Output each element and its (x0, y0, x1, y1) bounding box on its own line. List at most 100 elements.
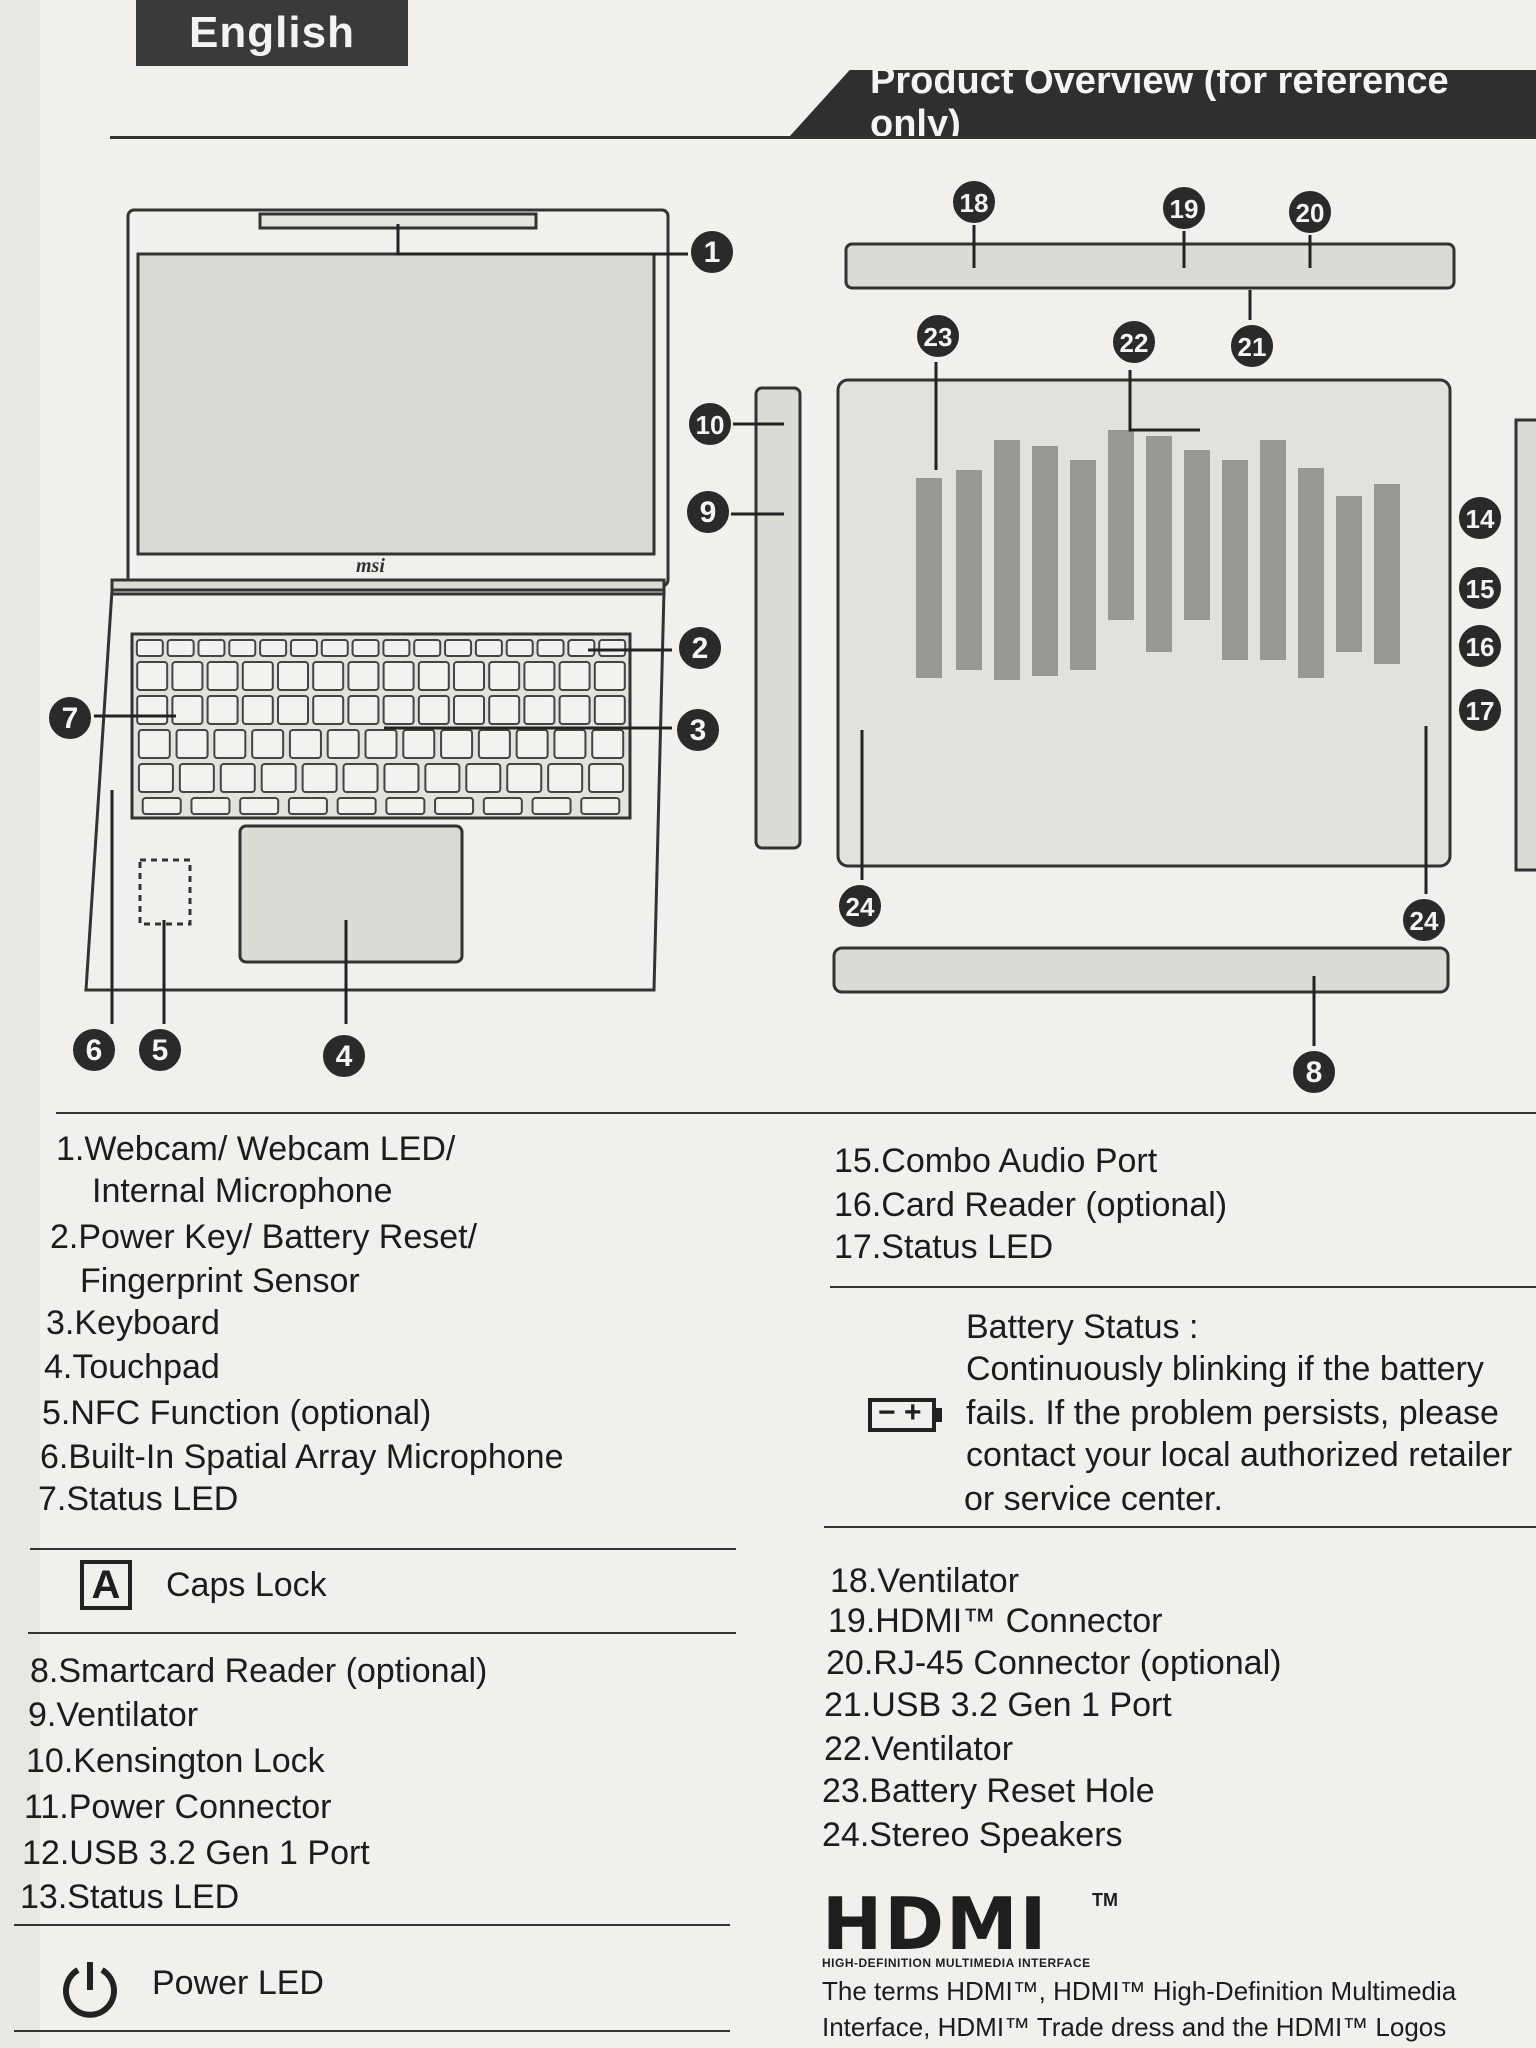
vent-bar (1298, 468, 1324, 678)
product-overview-banner: Product Overview (for reference only) (790, 70, 1536, 136)
keyboard-key (289, 639, 318, 657)
feature-item: 9.Ventilator (28, 1696, 199, 1734)
keyboard-key (228, 639, 257, 657)
feature-item: 4.Touchpad (44, 1348, 220, 1386)
callout-number: 17 (1466, 696, 1495, 726)
keyboard-key (342, 763, 379, 793)
feature-item: 17.Status LED (834, 1228, 1054, 1266)
battery-status-line: Battery Status : (966, 1308, 1199, 1346)
feature-item: 3.Keyboard (46, 1304, 220, 1342)
callout-badge (685, 489, 731, 535)
battery-icon: − + (868, 1396, 942, 1432)
callout-number: 4 (336, 1040, 353, 1073)
callout-badge (915, 313, 961, 359)
callout-badge (47, 695, 93, 741)
section-rule (830, 1286, 1536, 1288)
keyboard-key (178, 763, 215, 793)
keyboard-key (413, 639, 442, 657)
callout-badge (951, 179, 997, 225)
battery-status-line: fails. If the problem persists, please (966, 1394, 1499, 1432)
keyboard-key (465, 763, 502, 793)
section-rule (28, 1632, 736, 1634)
keyboard-key (417, 661, 450, 691)
keyboard-key (351, 639, 380, 657)
keyboard-key (385, 797, 426, 815)
vent-bar (1374, 484, 1400, 664)
keyboard-key (453, 695, 485, 725)
callout-badge (1457, 623, 1503, 669)
callout-badge (1457, 565, 1503, 611)
feature-item: 2.Power Key/ Battery Reset/ (50, 1218, 478, 1256)
touchpad (238, 824, 464, 964)
bottom-view (836, 378, 1452, 868)
keyboard-key (190, 797, 231, 815)
vent-bar (956, 470, 982, 670)
hdmi-notice-line: The terms HDMI™, HDMI™ High-Definition M… (822, 1976, 1457, 2006)
feature-item: 13.Status LED (20, 1878, 240, 1916)
callout-number: 9 (700, 496, 717, 529)
keyboard-key (523, 661, 556, 691)
keyboard-key (558, 695, 591, 725)
vent-bar (1108, 430, 1134, 620)
keyboard-key (482, 797, 523, 815)
keyboard-key (260, 763, 297, 793)
callout-number: 18 (960, 188, 989, 218)
keyboard-key (206, 661, 239, 691)
keyboard-key (347, 695, 380, 725)
keyboard-key (440, 729, 474, 759)
caps-lock-label: Caps Lock (166, 1566, 327, 1604)
keyboard-key (241, 661, 274, 691)
caps-lock-icon: A (80, 1560, 132, 1610)
feature-item: Internal Microphone (92, 1172, 393, 1210)
keyboard-key (417, 695, 450, 725)
keyboard-key (171, 695, 204, 725)
hdmi-notice-line: Interface, HDMI™ Trade dress and the HDM… (822, 2012, 1447, 2042)
vent-bar (1070, 460, 1096, 670)
keyboard-key (506, 763, 543, 793)
keyboard-key (137, 763, 174, 793)
laptop-display (136, 252, 656, 556)
vent-bar (1260, 440, 1286, 660)
vent-bar (994, 440, 1020, 680)
callout-number: 24 (846, 892, 875, 922)
battery-status-line: or service center. (964, 1480, 1223, 1518)
power-led-label: Power LED (152, 1964, 324, 2002)
keyboard-key (547, 763, 584, 793)
keyboard-key (136, 661, 169, 691)
feature-item: 18.Ventilator (830, 1562, 1020, 1600)
laptop-base (84, 588, 666, 992)
keyboard-key (515, 729, 549, 759)
callout-badge (687, 401, 733, 447)
keyboard-key (593, 695, 626, 725)
vent-bar (1184, 450, 1210, 620)
keyboard-key (444, 639, 473, 657)
vent-bar (1146, 436, 1172, 652)
keyboard-key (287, 797, 328, 815)
feature-item: 5.NFC Function (optional) (42, 1394, 432, 1432)
side-view-right (1514, 418, 1536, 872)
feature-item: 21.USB 3.2 Gen 1 Port (824, 1686, 1172, 1724)
keyboard-key (135, 639, 164, 657)
feature-item: 7.Status LED (38, 1480, 239, 1518)
keyboard-key (591, 729, 625, 759)
language-tab: English (136, 0, 408, 66)
section-rule (14, 1924, 730, 1926)
callout-badge (1457, 687, 1503, 733)
feature-item: 15.Combo Audio Port (834, 1142, 1158, 1180)
feature-item: 10.Kensington Lock (26, 1742, 325, 1780)
callout-number: 24 (1410, 906, 1439, 936)
callout-badge (1287, 189, 1333, 235)
battery-status-line: Continuously blinking if the battery (966, 1350, 1484, 1388)
callout-badge (677, 625, 723, 671)
feature-item: 22.Ventilator (824, 1730, 1014, 1768)
callout-number: 23 (924, 322, 953, 352)
callout-badge (137, 1027, 183, 1073)
side-view-left (754, 386, 802, 850)
keyboard-key (580, 797, 621, 815)
feature-item: 12.USB 3.2 Gen 1 Port (22, 1834, 370, 1872)
keyboard-key (598, 639, 627, 657)
vent-bar (1336, 496, 1362, 652)
battery-status-line: contact your local authorized retailer (966, 1436, 1513, 1474)
callout-badge (1161, 185, 1207, 231)
